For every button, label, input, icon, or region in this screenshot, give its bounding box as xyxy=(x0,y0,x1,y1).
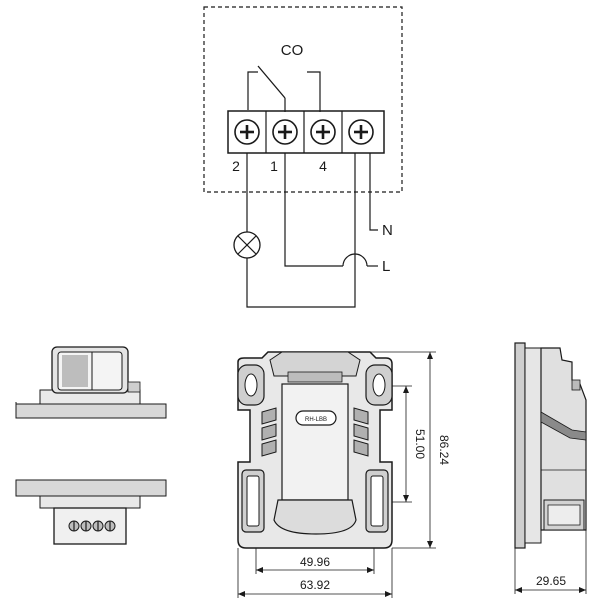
contact-label: CO xyxy=(281,42,304,59)
screw-icon xyxy=(104,520,116,532)
terminal-number-4: 4 xyxy=(319,158,327,174)
mounting-flange xyxy=(15,479,167,497)
side-plate xyxy=(514,342,526,549)
side-ribs xyxy=(261,407,369,457)
terminal-block xyxy=(227,110,385,154)
line-label: L xyxy=(382,258,390,275)
dimension-lines: 49.96 63.92 51.00 86.24 xyxy=(237,351,451,598)
bottom-view xyxy=(15,479,167,545)
bottom-latch xyxy=(273,499,357,535)
switch-arm xyxy=(257,65,286,99)
lamp-wire-lower xyxy=(246,258,356,308)
device-marking: RH-LBB xyxy=(305,417,327,423)
screw-icon xyxy=(310,119,336,145)
screw-icon xyxy=(68,520,80,532)
screw-icon xyxy=(272,119,298,145)
front-view: RH-LBB xyxy=(237,351,393,549)
dimension-overall-height: 86.24 xyxy=(437,435,451,465)
neutral-wire xyxy=(369,153,378,231)
rocker-shade xyxy=(62,355,88,387)
dimension-overall-width: 63.92 xyxy=(300,578,330,592)
screw-icon xyxy=(80,520,92,532)
neutral-label: N xyxy=(382,222,393,239)
dimension-depth: 29.65 xyxy=(536,574,566,588)
flange-step xyxy=(39,495,141,509)
mounting-slot-left xyxy=(244,373,258,397)
device-label-plate xyxy=(295,410,337,426)
wiring-diagram: CO 2 1 4 xyxy=(203,6,403,308)
screw-icon xyxy=(348,119,374,145)
screw-icon xyxy=(234,119,260,145)
switch-core xyxy=(281,383,349,501)
screw-icon xyxy=(92,520,104,532)
side-flange xyxy=(524,347,542,544)
mounting-slot-right xyxy=(372,373,386,397)
terminal-number-2: 2 xyxy=(232,158,240,174)
dimension-inner-width: 49.96 xyxy=(300,555,330,569)
mounting-flange xyxy=(15,403,167,419)
contact-wire-left xyxy=(247,71,258,110)
contact-wire-right xyxy=(307,71,321,112)
side-view: 29.65 xyxy=(514,342,587,594)
line-wire xyxy=(284,153,343,267)
lamp-icon xyxy=(233,231,261,259)
top-view xyxy=(15,346,167,419)
dimension-inner-height: 51.00 xyxy=(413,429,427,459)
enclosure-outline xyxy=(203,6,403,193)
terminal-number-1: 1 xyxy=(270,158,278,174)
